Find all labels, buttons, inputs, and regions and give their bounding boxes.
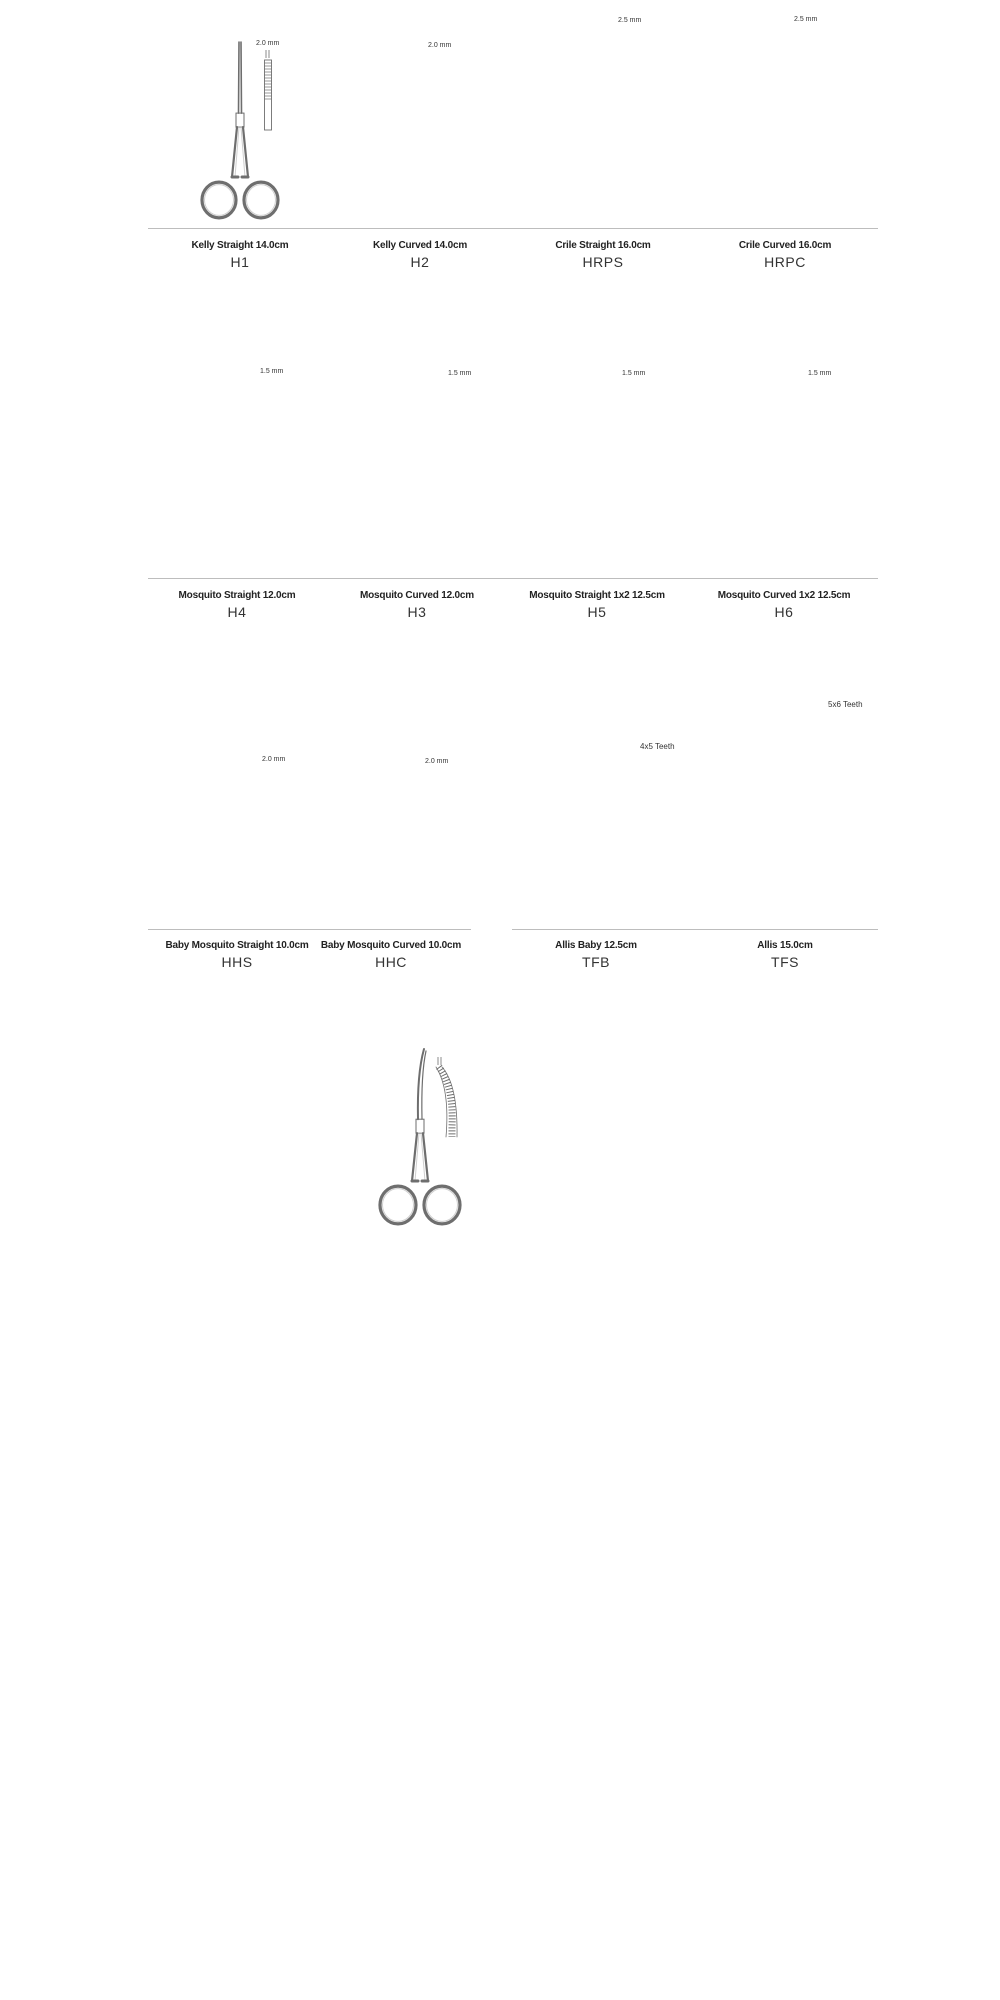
product-name: Crile Curved 16.0cm bbox=[738, 240, 832, 251]
jaw-width-label: 2.0 mm bbox=[262, 756, 286, 763]
teeth-spec-label: 5x6 Teeth bbox=[828, 700, 863, 709]
jaw-width-label: 1.5 mm bbox=[622, 370, 646, 377]
jaw-width-label: 1.5 mm bbox=[260, 368, 284, 375]
row-divider bbox=[148, 929, 471, 930]
product-name: Kelly Curved 14.0cm bbox=[372, 240, 468, 251]
product-name: Mosquito Straight 1x2 12.5cm bbox=[529, 590, 665, 601]
product-name: Crile Straight 16.0cm bbox=[555, 240, 651, 251]
product-code: HRPC bbox=[764, 254, 806, 270]
product-name: Kelly Straight 14.0cm bbox=[191, 240, 289, 251]
product-name: Mosquito Straight 12.0cm bbox=[178, 590, 296, 601]
row-divider bbox=[148, 578, 878, 579]
jaw-width-label: 2.5 mm bbox=[794, 16, 818, 23]
product-name: Allis Baby 12.5cm bbox=[555, 940, 637, 951]
product-code: H1 bbox=[230, 254, 250, 270]
row-divider bbox=[148, 228, 878, 229]
hemostat-forceps-icon bbox=[200, 41, 280, 220]
product-code: H5 bbox=[587, 604, 607, 620]
product-name: Allis 15.0cm bbox=[757, 940, 813, 951]
hemostat-forceps-icon bbox=[378, 1048, 462, 1226]
product-name: Mosquito Curved 1x2 12.5cm bbox=[717, 590, 851, 601]
product-name: Baby Mosquito Curved 10.0cm bbox=[320, 940, 462, 951]
jaw-width-label: 2.0 mm bbox=[256, 40, 280, 47]
product-code: TFS bbox=[771, 954, 799, 970]
product-code: HRPS bbox=[582, 254, 624, 270]
teeth-spec-label: 4x5 Teeth bbox=[640, 742, 675, 751]
jaw-width-label: 1.5 mm bbox=[808, 370, 832, 377]
product-code: H6 bbox=[774, 604, 794, 620]
product-code: HHC bbox=[375, 954, 407, 970]
product-name: Baby Mosquito Straight 10.0cm bbox=[165, 940, 309, 951]
jaw-width-label: 2.5 mm bbox=[618, 17, 642, 24]
jaw-width-label: 2.0 mm bbox=[425, 758, 449, 765]
row-divider bbox=[512, 929, 878, 930]
product-code: H4 bbox=[227, 604, 247, 620]
product-name: Mosquito Curved 12.0cm bbox=[360, 590, 474, 601]
product-code: H3 bbox=[407, 604, 427, 620]
jaw-width-label: 1.5 mm bbox=[448, 370, 472, 377]
product-code: H2 bbox=[410, 254, 430, 270]
product-code: HHS bbox=[221, 954, 253, 970]
product-code: TFB bbox=[582, 954, 610, 970]
jaw-width-label: 2.0 mm bbox=[428, 42, 452, 49]
